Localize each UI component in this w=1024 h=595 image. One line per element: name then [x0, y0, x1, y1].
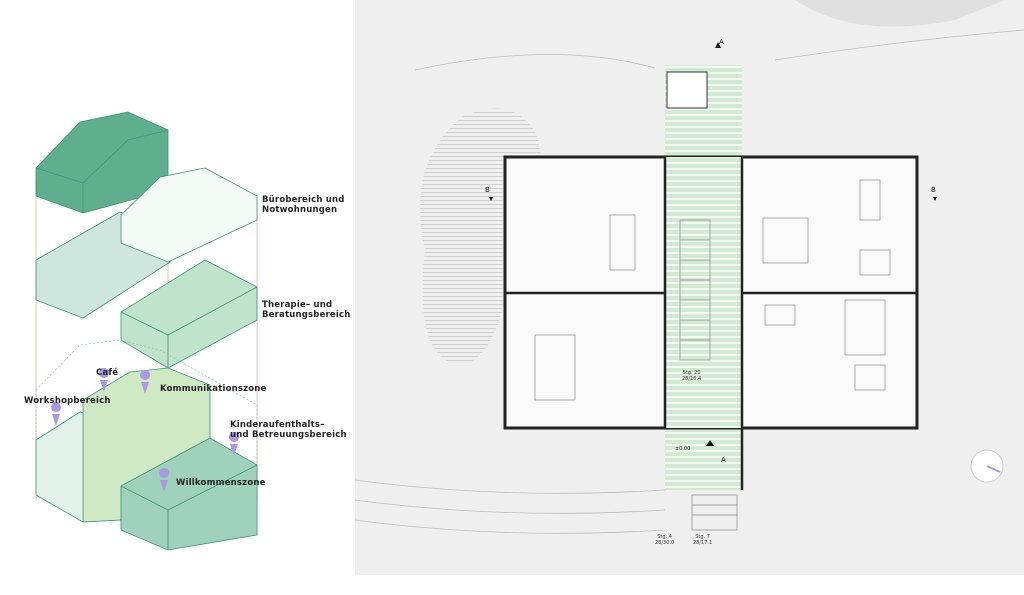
label-cafe: Café [96, 368, 119, 378]
label-kinder: Kinderaufenthalts–und Betreuungsbereich [230, 420, 347, 440]
section-a-bottom: A [721, 456, 726, 464]
section-b-right: B [931, 186, 936, 194]
office-block-right [120, 167, 258, 263]
marker-icon [51, 402, 62, 426]
label-kommunikation: Kommunikationszone [160, 384, 267, 394]
roof-block [35, 111, 169, 214]
axonometric-drawing [35, 111, 258, 551]
label-workshop: Workshopbereich [24, 396, 111, 406]
marker-icon [159, 468, 170, 492]
ground-floor-right [120, 437, 258, 551]
marker-icon [229, 432, 240, 456]
marker-icon [140, 370, 151, 394]
marker-icon [99, 368, 110, 392]
label-willkommen: Willkommenszone [176, 478, 266, 488]
level-label: ±0.00 [675, 446, 691, 452]
floor-plan-drawing [354, 0, 1024, 534]
location-markers [51, 368, 240, 492]
section-arrows [489, 42, 937, 446]
section-b-left: B [485, 186, 490, 194]
section-a-top: A [719, 38, 724, 46]
